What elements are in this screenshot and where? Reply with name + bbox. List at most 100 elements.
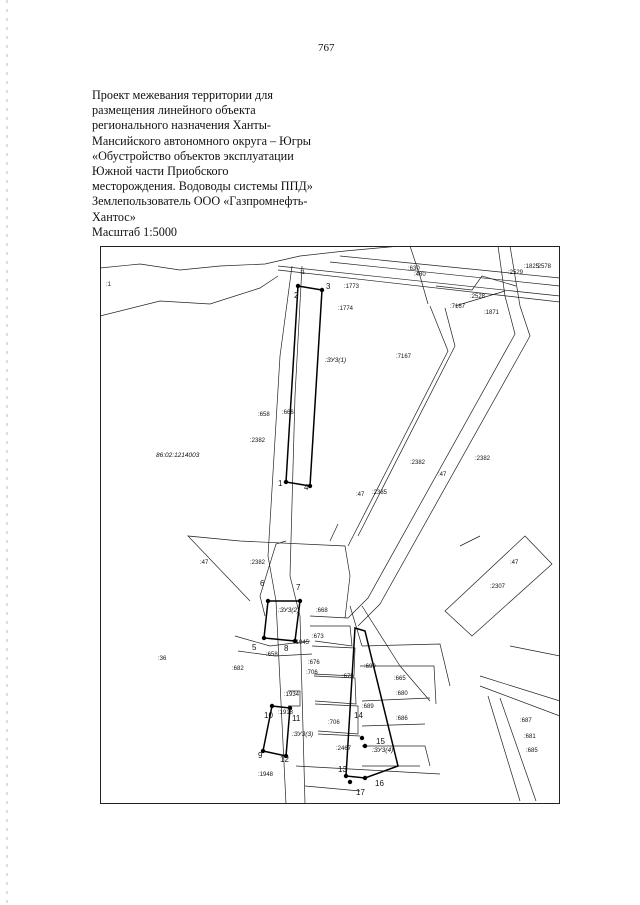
quarter-label: 86:02:1214003 <box>156 452 200 459</box>
parcel-label: :687 <box>520 718 532 724</box>
parcel-label: :1825 <box>524 264 540 270</box>
parcel-label: :2382 <box>250 560 266 566</box>
point-17 <box>347 779 353 785</box>
parcel-label: :681 <box>524 734 536 740</box>
point-label: 1 <box>278 479 283 488</box>
parcel-label-zu3: :ЗУ3(3) <box>292 731 313 738</box>
parcel-label: :706 <box>328 720 340 726</box>
point-label: 3 <box>326 282 331 291</box>
point-2 <box>295 283 301 289</box>
parcel-label: :47 <box>510 560 519 566</box>
point-6 <box>265 598 271 604</box>
parcel-label: :47 <box>438 472 447 478</box>
point-label: 6 <box>260 579 265 588</box>
diagonal-corridor <box>357 246 531 627</box>
point-15 <box>362 743 368 749</box>
point-label: 2 <box>294 291 299 300</box>
parcel-label: :706 <box>306 670 318 676</box>
cadastral-map: 1 2 3 4 5 6 7 8 9 10 11 12 13 14 15 16 1… <box>100 246 560 804</box>
point-label: 16 <box>375 779 384 788</box>
parcel-label: :2578 <box>536 264 552 270</box>
point-16 <box>362 775 368 781</box>
point-label: 5 <box>252 643 257 652</box>
point-label: 9 <box>258 751 263 760</box>
parcel-label: :1 <box>106 282 112 288</box>
parcel-2307 <box>444 535 553 637</box>
parcel-label: :665 <box>394 676 406 682</box>
parcel-label-zu4: :ЗУ3(4) <box>372 747 393 754</box>
parcel-label: :676 <box>308 660 320 666</box>
point-label: 17 <box>356 788 365 797</box>
title-line: Хантос» <box>92 209 136 224</box>
parcel-label: :658 <box>258 412 270 418</box>
point-11 <box>287 705 293 711</box>
top-boundary <box>100 246 401 271</box>
parcel-label: :685 <box>526 748 538 754</box>
parcel-label-zu1: :ЗУ3(1) <box>325 357 346 364</box>
parcel-label: :673 <box>312 634 324 640</box>
parcel-label: :2382 <box>250 438 266 444</box>
point-7 <box>297 598 303 604</box>
point-10 <box>269 703 275 709</box>
parcel-label: :1773 <box>344 284 360 290</box>
parcel-label-zu2: :ЗУ3(2) <box>278 607 299 614</box>
parcel-label: :2529 <box>508 270 524 276</box>
parcel-label: :2385 <box>372 490 388 496</box>
parcel-label: :686 <box>396 716 408 722</box>
map-frame <box>100 246 560 804</box>
parcel-label: :2307 <box>490 584 506 590</box>
parcel-label: :668 <box>316 608 328 614</box>
parcel-label: :480 <box>414 272 426 278</box>
point-8 <box>292 638 298 644</box>
point-label: 15 <box>376 737 385 746</box>
parcel-label: :1945 <box>294 640 310 646</box>
parcel-label: :689 <box>362 704 374 710</box>
point-3 <box>319 287 325 293</box>
point-9 <box>260 748 266 754</box>
parcel-label: :666 <box>282 410 294 416</box>
point-label: 11 <box>292 714 301 723</box>
point-label: 4 <box>304 483 309 492</box>
point-label: 12 <box>280 755 289 764</box>
parcel-label: :630 <box>408 266 420 272</box>
parcel-label: :1934 <box>284 692 300 698</box>
point-label: 14 <box>354 711 363 720</box>
contour-zu1 <box>285 285 323 487</box>
parcel-label: :699 <box>364 664 376 670</box>
parcel-label: :1871 <box>484 310 500 316</box>
parcel-label: :2528 <box>470 294 486 300</box>
point-label: 8 <box>284 644 289 653</box>
point-label: 13 <box>338 765 347 774</box>
document-title: Проект межевания территории для размещен… <box>92 88 362 240</box>
point-label: 7 <box>296 583 301 592</box>
parcel-label: :680 <box>396 691 408 697</box>
parcel-label: :47 <box>356 492 365 498</box>
point-4 <box>307 483 313 489</box>
parcel-label: :2467 <box>336 746 352 752</box>
parcel-label: :7167 <box>450 304 466 310</box>
parcel-label: :1774 <box>338 306 354 312</box>
title-line: «Обустройство объектов эксплуатации <box>92 148 294 163</box>
parcel-label: :1918 <box>278 710 294 716</box>
title-line: Мансийского автономного округа – Югры <box>92 133 311 148</box>
point-5 <box>261 635 267 641</box>
parcel-label: :2382 <box>410 460 426 466</box>
title-line: месторождения. Водоводы системы ППД» <box>92 179 313 194</box>
point-14 <box>359 735 365 741</box>
parcel-label: :658 <box>266 652 278 658</box>
parcel-label: :36 <box>158 656 167 662</box>
parcel-label: :1 <box>300 270 306 276</box>
title-line: регионального назначения Ханты- <box>92 118 271 133</box>
parcel-label: :682 <box>232 666 244 672</box>
scale-line: Масштаб 1:5000 <box>92 224 178 239</box>
point-13 <box>343 773 349 779</box>
parcel-label: :1948 <box>258 772 274 778</box>
parcel-label: :675 <box>342 674 354 680</box>
title-line: размещения линейного объекта <box>92 103 256 118</box>
contour-zu4 <box>345 627 399 779</box>
parcel-label: :2382 <box>475 456 491 462</box>
title-line: Проект межевания территории для <box>92 88 273 102</box>
point-1 <box>283 479 289 485</box>
page-number: 767 <box>318 42 335 54</box>
title-line: Южной части Приобского <box>92 164 229 179</box>
